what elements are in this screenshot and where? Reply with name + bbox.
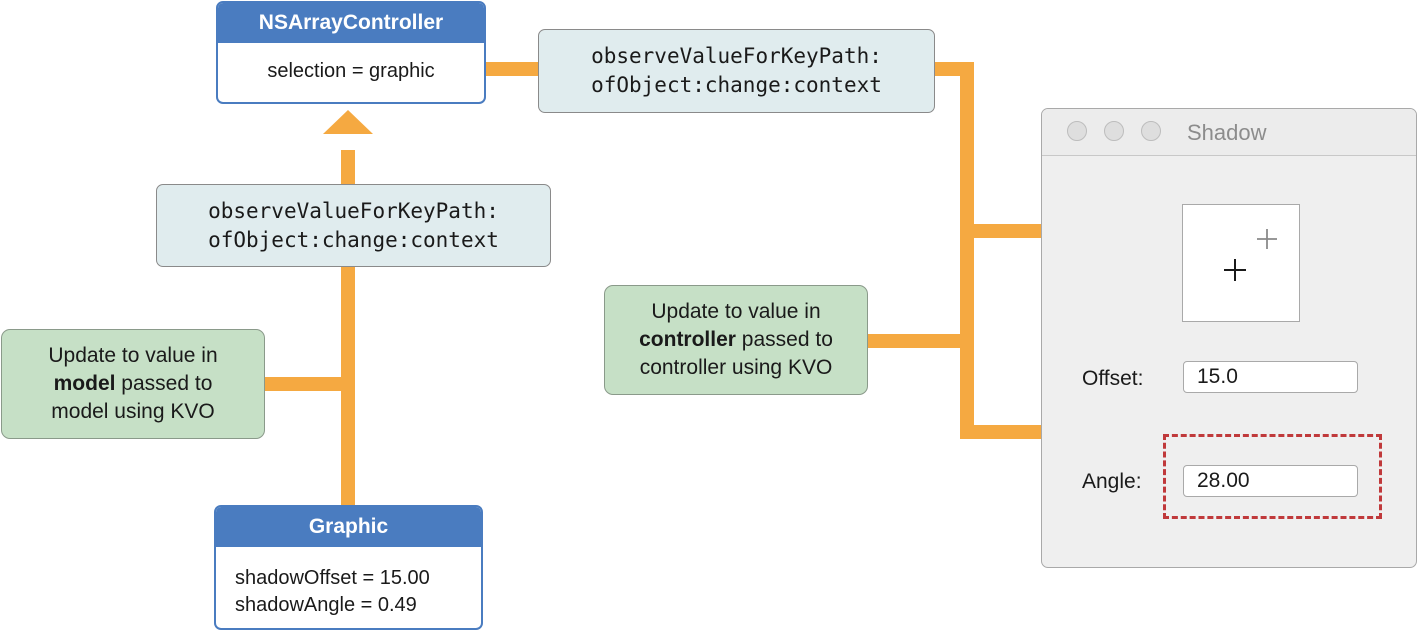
controller-to-message-connector <box>484 62 542 76</box>
message-left-line-1: observeValueForKeyPath: <box>208 199 499 223</box>
graphic-shadow-offset: shadowOffset = 15.00 <box>235 567 430 589</box>
message-left-line-2: ofObject:change:context <box>208 228 499 252</box>
shadow-preview <box>1182 204 1300 322</box>
note-controller-line-3: controller using KVO <box>639 356 833 379</box>
model-note-connector <box>264 377 344 391</box>
message-top-line-2: ofObject:change:context <box>591 73 882 97</box>
zoom-button[interactable] <box>1141 121 1161 141</box>
shadow-window: Shadow Offset: 15.0 Angle: 28.00 <box>1041 108 1417 568</box>
graphic-title: Graphic <box>216 507 481 547</box>
note-model-line-1: Update to value in <box>48 344 218 367</box>
array-controller-property: selection = graphic <box>267 60 435 82</box>
angle-label: Angle: <box>1082 470 1142 493</box>
message-box-left: observeValueForKeyPath: ofObject:change:… <box>156 184 551 267</box>
angle-field[interactable]: 28.00 <box>1183 465 1358 497</box>
note-controller-line-2: passed to <box>735 328 833 351</box>
plus-icon <box>1224 259 1246 281</box>
close-button[interactable] <box>1067 121 1087 141</box>
note-model-line-3: model using KVO <box>51 400 215 423</box>
window-titlebar: Shadow <box>1042 109 1416 156</box>
note-model-line-2: passed to <box>115 372 213 395</box>
offset-field[interactable]: 15.0 <box>1183 361 1358 393</box>
note-model: Update to value in model passed to model… <box>1 329 265 439</box>
array-controller-box: NSArrayController selection = graphic <box>216 1 486 104</box>
message-box-top: observeValueForKeyPath: ofObject:change:… <box>538 29 935 113</box>
controller-note-connector <box>866 334 966 348</box>
graphic-shadow-angle: shadowAngle = 0.49 <box>235 594 417 616</box>
offset-label: Offset: <box>1082 367 1144 390</box>
array-controller-title: NSArrayController <box>218 3 484 43</box>
window-title: Shadow <box>1187 120 1267 145</box>
graphic-box: Graphic shadowOffset = 15.00 shadowAngle… <box>214 505 483 630</box>
note-controller: Update to value in controller passed to … <box>604 285 868 395</box>
up-arrowhead <box>323 110 373 134</box>
message-top-line-1: observeValueForKeyPath: <box>591 44 882 68</box>
right-vertical-connector <box>960 62 974 439</box>
minimize-button[interactable] <box>1104 121 1124 141</box>
note-controller-line-1: Update to value in <box>651 300 821 323</box>
shadow-plus-icon <box>1257 229 1277 249</box>
note-controller-bold: controller <box>639 328 736 351</box>
angle-highlight-box <box>1163 434 1382 519</box>
note-model-bold: model <box>53 372 116 395</box>
